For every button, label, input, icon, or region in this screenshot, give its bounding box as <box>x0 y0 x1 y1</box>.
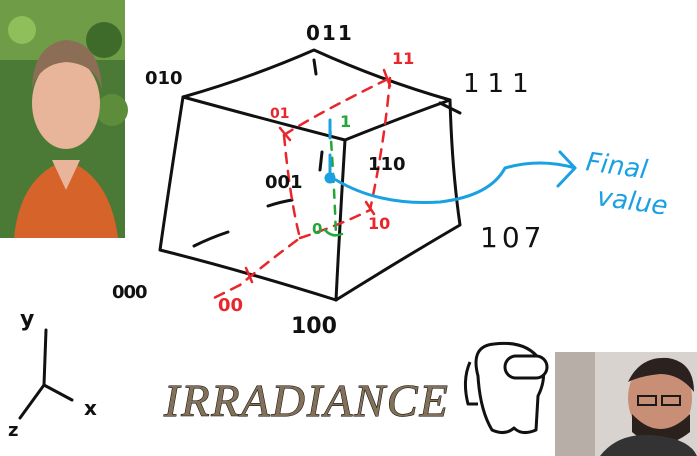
label-110: 110 <box>368 154 406 175</box>
label-green-1: 1 <box>340 112 351 131</box>
label-green-0: 0 <box>312 220 322 238</box>
green-labels: 1 0 <box>312 112 351 238</box>
person-photo-icon <box>555 352 697 456</box>
label-111: 111 <box>463 69 537 99</box>
final-value-note: Final value <box>584 147 670 222</box>
blue-arrow <box>324 118 577 204</box>
axis-labels: y x z <box>8 307 97 441</box>
label-101: 107 <box>480 221 545 254</box>
person-photo-icon <box>0 0 128 238</box>
label-red-00: 00 <box>218 295 243 316</box>
cube-drawing <box>158 48 462 302</box>
label-red-10: 10 <box>368 214 390 233</box>
vertex-labels: 000 010 011 111 001 110 107 100 <box>112 21 545 339</box>
label-001: 001 <box>265 172 303 193</box>
label-100: 100 <box>291 314 337 339</box>
label-000: 000 <box>112 282 147 303</box>
cartoon-figure-icon <box>463 341 549 435</box>
label-010: 010 <box>145 68 183 89</box>
irradiance-banner: IRRADIANCE IRRADIANCE <box>163 375 450 427</box>
axis-x-label: x <box>84 396 97 420</box>
label-red-01: 01 <box>270 106 289 122</box>
red-labels: 11 01 10 00 <box>218 49 414 316</box>
axis-z-label: z <box>8 420 18 441</box>
axes-icon <box>18 328 74 420</box>
label-011: 011 <box>306 21 354 45</box>
axis-y-label: y <box>20 307 34 332</box>
sample-point <box>327 175 333 181</box>
label-red-11: 11 <box>392 49 414 68</box>
banner-text: IRRADIANCE <box>163 375 450 426</box>
banner-shadow: IRRADIANCE <box>163 375 450 426</box>
note-value: value <box>595 182 670 222</box>
note-final: Final <box>584 147 650 185</box>
red-tick-marks <box>244 68 392 284</box>
